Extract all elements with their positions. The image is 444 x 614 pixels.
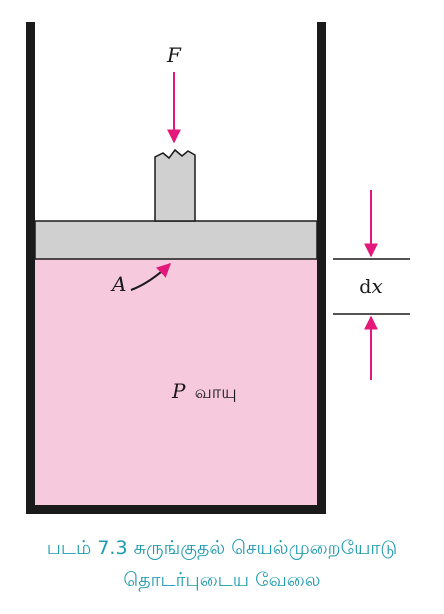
- caption-line-1: படம் 7.3 சுருங்குதல் செயல்முறையோடு: [46, 537, 398, 559]
- piston-plate: [34, 220, 318, 260]
- force-label: F: [166, 43, 182, 67]
- curved-arrow-icon: [130, 263, 172, 291]
- area-label: A: [110, 272, 126, 296]
- figure-caption: படம் 7.3 சுருங்குதல் செயல்முறையோடு தொடர்…: [0, 532, 444, 596]
- cylinder-left-wall: [26, 22, 35, 514]
- displacement-label: dx: [359, 274, 382, 298]
- cylinder-right-wall: [317, 22, 326, 514]
- piston-rod: [154, 148, 196, 222]
- gas-region: [35, 259, 317, 506]
- cylinder-bottom: [26, 505, 326, 514]
- gas-label: P வாயு: [171, 379, 237, 403]
- caption-line-2: தொடர்புடைய வேலை: [123, 569, 321, 591]
